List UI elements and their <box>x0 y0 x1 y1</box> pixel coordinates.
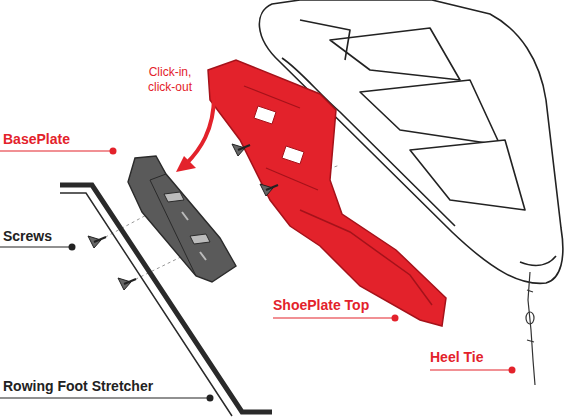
shoeplate-drawing <box>208 60 446 326</box>
screws-drawing <box>88 144 278 290</box>
click-arrow <box>176 96 214 172</box>
part-label: Heel Tie <box>430 349 483 366</box>
leader-lines <box>0 148 516 402</box>
part-label: Screws <box>3 228 52 245</box>
part-label: BasePlate <box>3 131 70 148</box>
part-label: ShoePlate Top <box>273 297 369 314</box>
part-label: Rowing Foot Stretcher <box>3 378 153 395</box>
action-note: Click-in, click-out <box>138 65 202 95</box>
heel-tie-drawing <box>526 272 535 385</box>
